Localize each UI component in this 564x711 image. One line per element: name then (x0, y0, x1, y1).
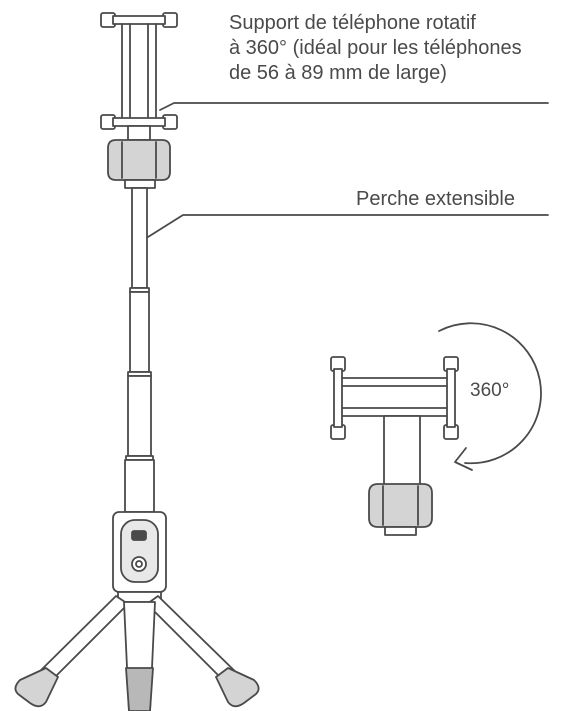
holder-top-bar (112, 15, 166, 25)
phone-mount-callout-line-2: à 360° (idéal pour les téléphones (229, 37, 522, 59)
phone-holder (100, 12, 178, 189)
rotation-arrow-icon (438, 322, 542, 465)
extendable-pole-callout: Perche extensible (356, 188, 515, 210)
holder-bottom-bar (112, 117, 166, 127)
holder-knob (107, 139, 171, 181)
phone-mount-callout-line-1: Support de téléphone rotatif (229, 12, 476, 34)
pole-leader-line (147, 214, 549, 238)
rotation-label: 360° (470, 380, 510, 401)
phone-mount-callout: Support de téléphone rotatif à 360° (idé… (229, 11, 559, 86)
phone-mount-leader-line (159, 102, 549, 111)
phone-mount-callout-line-3: de 56 à 89 mm de large) (229, 62, 447, 84)
telescopic-pole (124, 187, 155, 513)
tripod-legs (14, 595, 260, 711)
rotated-mount-detail (330, 356, 459, 536)
bluetooth-remote (112, 511, 167, 603)
